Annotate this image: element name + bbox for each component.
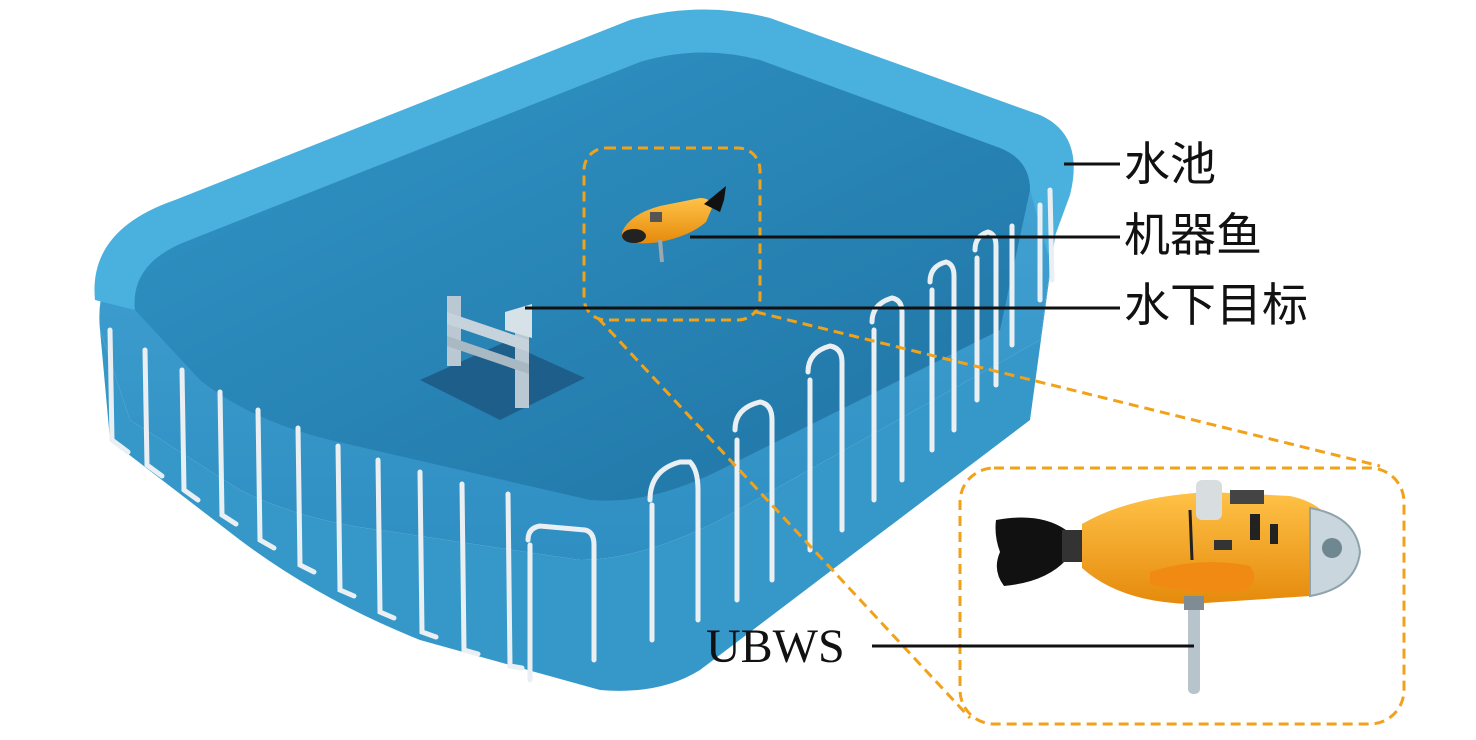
- label-underwater-target: 水下目标: [1124, 278, 1308, 332]
- zoom-lines: [596, 310, 1381, 720]
- underwater-target: [447, 296, 532, 408]
- pool-water: [134, 52, 1031, 501]
- pool-rim: [94, 9, 1074, 310]
- pool-frame-left: [107, 327, 597, 683]
- pool-frame-right: [647, 187, 1055, 643]
- fish-callout-small: [582, 146, 762, 322]
- robot-fish-small: [622, 186, 726, 263]
- leader-lines: [525, 162, 1194, 648]
- robot-fish-large: [995, 480, 1362, 694]
- label-pool: 水池: [1124, 137, 1216, 191]
- label-ubws: UBWS: [706, 620, 845, 673]
- target-base-plate: [420, 342, 585, 420]
- label-robot-fish: 机器鱼: [1124, 208, 1262, 262]
